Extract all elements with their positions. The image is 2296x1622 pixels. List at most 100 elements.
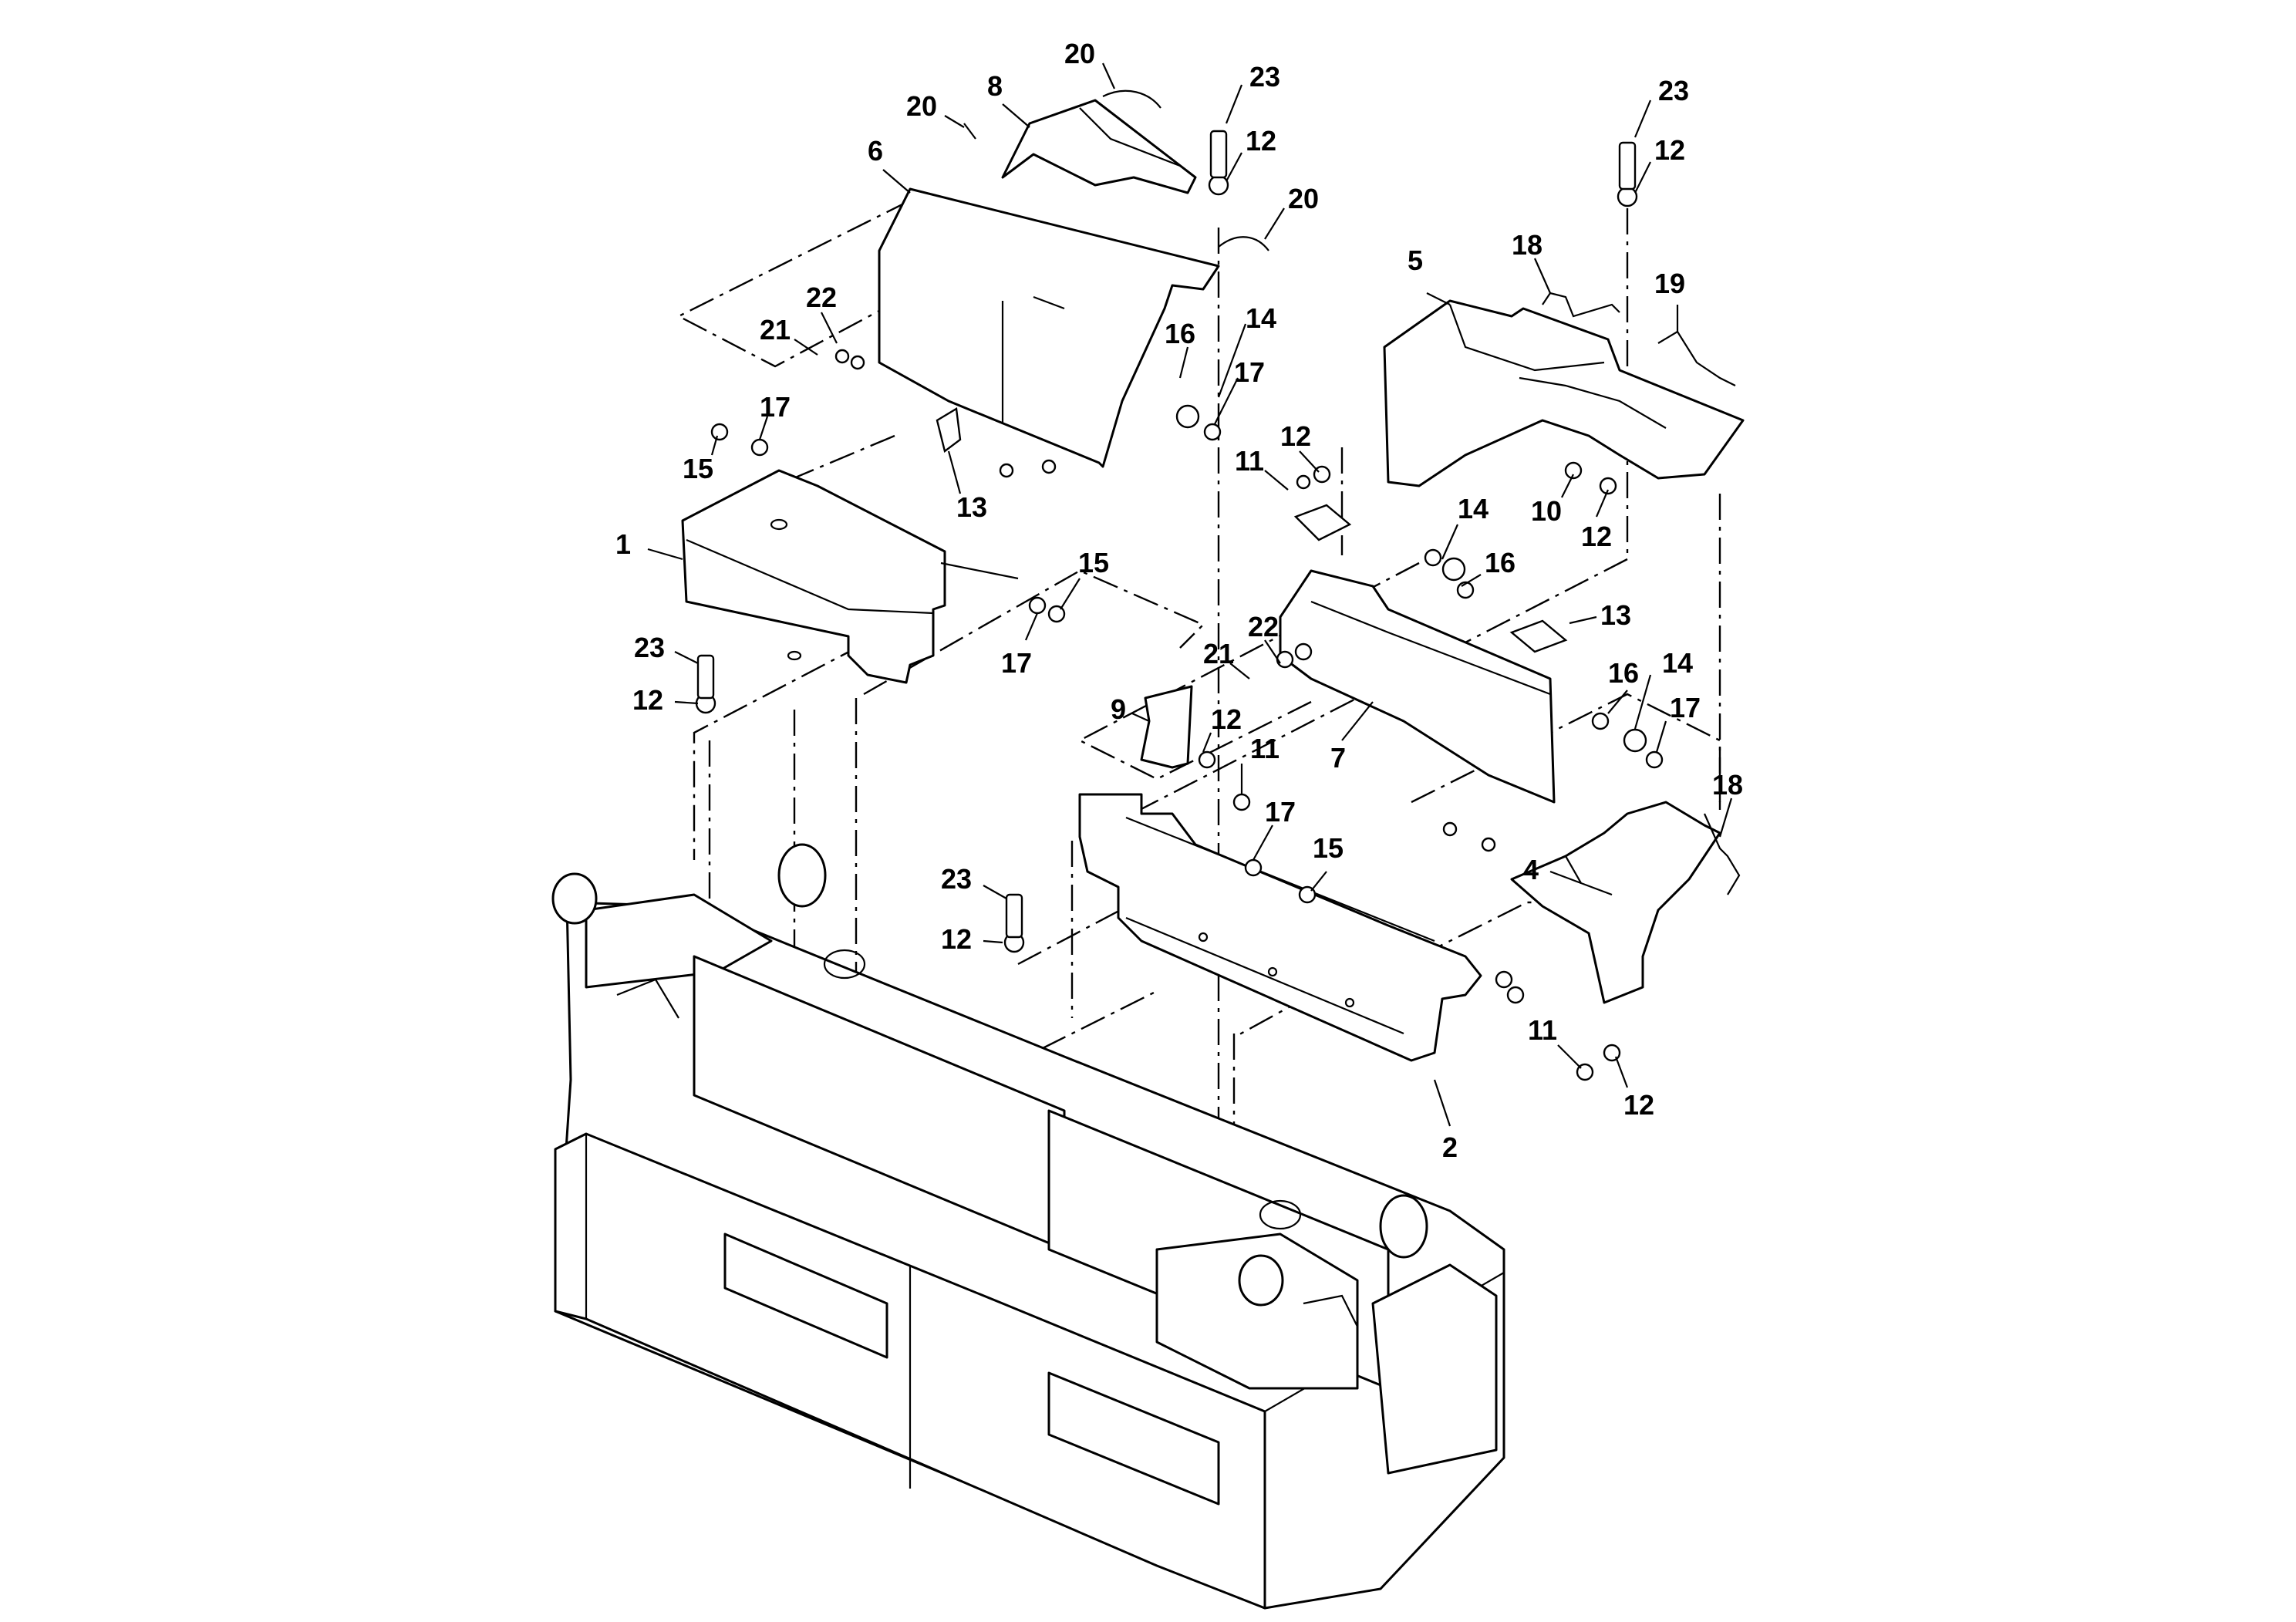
svg-text:20: 20 (1288, 183, 1319, 214)
svg-text:12: 12 (1654, 134, 1685, 166)
callout-12-e: 12 (632, 684, 699, 716)
callout-20-b: 20 (1064, 38, 1116, 89)
svg-text:23: 23 (1658, 75, 1689, 106)
svg-text:7: 7 (1330, 742, 1346, 774)
callout-18-a: 18 (1512, 229, 1552, 294)
svg-text:9: 9 (1111, 693, 1126, 725)
svg-text:16: 16 (1608, 657, 1639, 689)
svg-text:12: 12 (632, 684, 663, 716)
svg-text:12: 12 (1246, 125, 1276, 157)
svg-text:17: 17 (760, 391, 791, 423)
svg-text:23: 23 (1249, 61, 1280, 93)
latch-13-mid (1293, 504, 1352, 541)
callout-12-g: 12 (941, 923, 1003, 955)
panel-1 (681, 469, 1019, 684)
callout-14-c: 14 (1633, 647, 1693, 730)
callout-21-a: 21 (760, 314, 818, 356)
svg-text:8: 8 (987, 70, 1003, 102)
callout-7: 7 (1330, 701, 1374, 774)
callout-4: 4 (1523, 854, 1582, 885)
svg-text:19: 19 (1654, 268, 1685, 299)
callout-12-b: 12 (1634, 134, 1685, 194)
callout-10: 10 (1531, 474, 1574, 527)
svg-text:17: 17 (1670, 692, 1701, 723)
clip-20-top (1102, 89, 1161, 109)
callout-1: 1 (615, 528, 683, 561)
callout-12-d: 12 (1581, 489, 1612, 552)
panel-8 (1001, 99, 1197, 194)
svg-text:12: 12 (1581, 521, 1612, 552)
svg-text:23: 23 (634, 632, 665, 663)
callout-22-a: 22 (806, 282, 838, 344)
svg-text:20: 20 (906, 90, 937, 122)
svg-text:18: 18 (1712, 769, 1743, 801)
callout-23-a: 23 (1225, 61, 1280, 124)
callout-5: 5 (1408, 244, 1451, 305)
callout-15-b: 15 (1060, 547, 1109, 610)
callout-16-c: 16 (1607, 657, 1639, 714)
svg-text:11: 11 (1528, 1014, 1557, 1046)
panel-7 (1279, 569, 1556, 804)
svg-text:16: 16 (1485, 547, 1515, 578)
callout-23-b: 23 (1633, 75, 1689, 138)
svg-text:6: 6 (868, 135, 883, 167)
callout-2: 2 (1433, 1079, 1458, 1163)
callout-20-c: 20 (1264, 183, 1319, 240)
svg-text:17: 17 (1234, 356, 1265, 388)
rod-18-bottom (1703, 813, 1741, 895)
clip-20-right (1218, 236, 1269, 251)
svg-text:15: 15 (1078, 547, 1109, 578)
svg-text:11: 11 (1250, 733, 1279, 764)
svg-text:11: 11 (1235, 445, 1264, 477)
svg-text:14: 14 (1458, 493, 1489, 524)
panel-6 (878, 187, 1220, 468)
svg-text:14: 14 (1662, 647, 1693, 679)
callout-17-e: 17 (1253, 796, 1296, 861)
callout-17-a: 17 (758, 391, 791, 440)
callout-12-a: 12 (1226, 125, 1276, 182)
callout-9: 9 (1111, 693, 1150, 725)
callout-11-b: 11 (1240, 733, 1279, 794)
callout-19: 19 (1654, 268, 1685, 332)
svg-text:1: 1 (615, 528, 631, 560)
svg-text:21: 21 (760, 314, 791, 346)
callout-6: 6 (868, 135, 911, 194)
callout-23-d: 23 (941, 863, 1007, 899)
svg-text:16: 16 (1165, 318, 1195, 349)
svg-text:13: 13 (1600, 599, 1631, 631)
svg-text:17: 17 (1001, 647, 1032, 679)
svg-text:13: 13 (956, 491, 987, 523)
fastener-hardware (695, 130, 1664, 1081)
callout-21-b: 21 (1203, 638, 1250, 679)
callout-18-b: 18 (1712, 769, 1743, 838)
callout-13-a: 13 (947, 450, 987, 523)
svg-text:10: 10 (1531, 495, 1562, 527)
callout-11-a: 11 (1235, 445, 1289, 491)
rod-18-top (1542, 292, 1620, 318)
svg-text:23: 23 (941, 863, 972, 895)
svg-text:4: 4 (1523, 854, 1539, 885)
svg-text:2: 2 (1442, 1131, 1458, 1163)
svg-text:14: 14 (1246, 302, 1276, 334)
callout-12-h: 12 (1614, 1056, 1654, 1121)
callout-8: 8 (987, 70, 1030, 128)
svg-text:12: 12 (1280, 420, 1311, 452)
svg-text:22: 22 (1248, 611, 1279, 642)
callout-16-a: 16 (1165, 318, 1195, 379)
callout-14-a: 14 (1217, 302, 1276, 398)
svg-text:12: 12 (1623, 1089, 1654, 1121)
latch-13-right (1509, 619, 1568, 653)
rod-19 (1657, 330, 1736, 386)
latch-13-left (936, 407, 962, 454)
callout-14-b: 14 (1441, 493, 1489, 560)
callout-13-b: 13 (1569, 599, 1631, 631)
svg-text:12: 12 (1211, 703, 1242, 735)
callout-15-c: 15 (1310, 832, 1344, 892)
svg-text:21: 21 (1203, 638, 1234, 669)
callout-22-b: 22 (1248, 611, 1281, 664)
callout-20-a: 20 (906, 90, 965, 128)
svg-text:18: 18 (1512, 229, 1542, 261)
base-frame (551, 843, 1505, 1610)
svg-text:17: 17 (1265, 796, 1296, 828)
